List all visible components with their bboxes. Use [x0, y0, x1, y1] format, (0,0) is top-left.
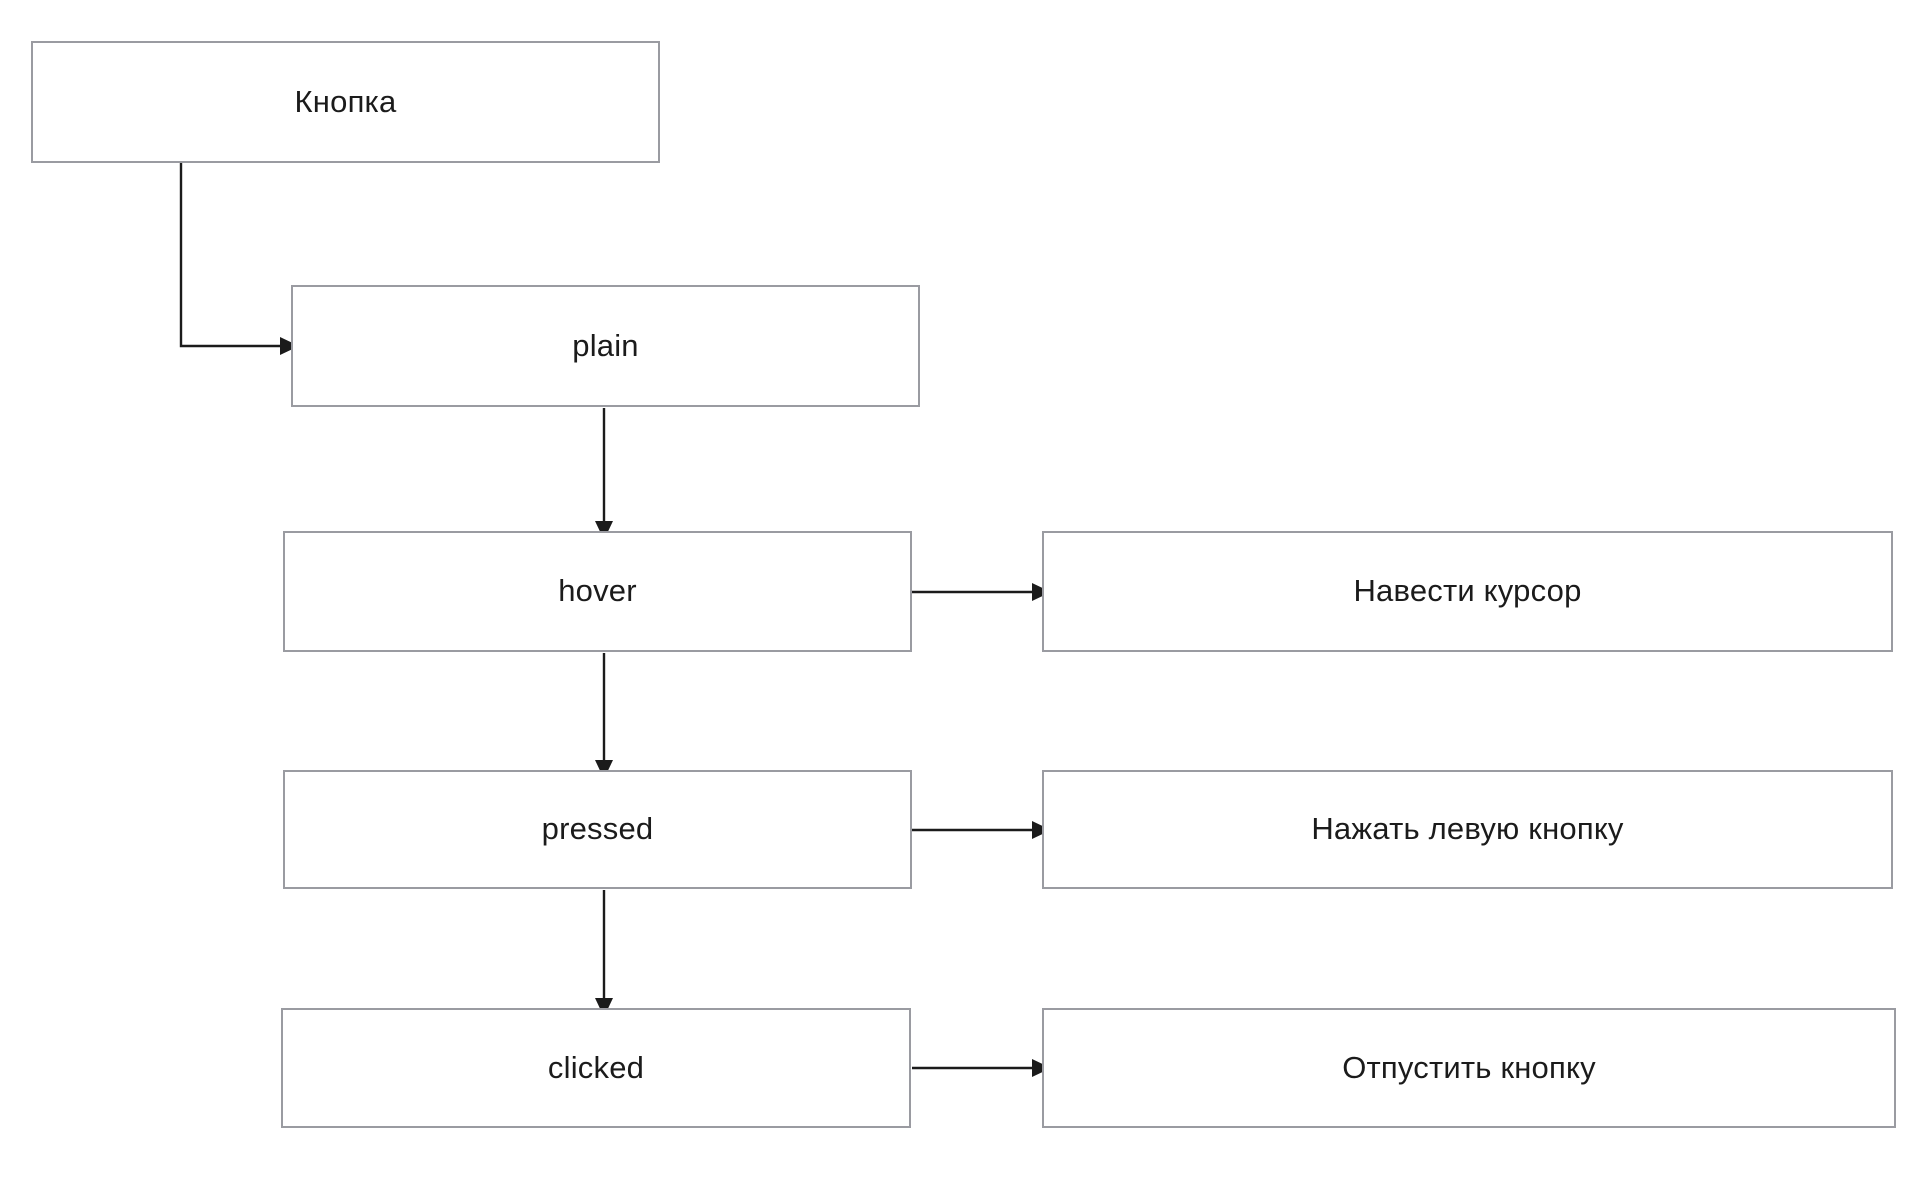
node-root-label: Кнопка — [294, 83, 397, 119]
edge-clicked-to-act3 — [912, 1059, 1051, 1077]
node-action-hover-cursor[interactable]: Навести курсор — [1042, 531, 1893, 652]
node-clicked-label: clicked — [547, 1049, 645, 1085]
node-action-hover-cursor-label: Навести курсор — [1353, 573, 1582, 609]
edge-pressed-to-clicked — [595, 890, 613, 1017]
node-root[interactable]: Кнопка — [31, 41, 660, 163]
node-action-press-left-button[interactable]: Нажать левую кнопку — [1042, 770, 1893, 889]
node-action-release-button-label: Отпустить кнопку — [1342, 1049, 1596, 1085]
edge-plain-to-hover — [595, 408, 613, 540]
node-pressed[interactable]: pressed — [283, 770, 912, 889]
node-plain-label: plain — [572, 327, 639, 363]
node-plain[interactable]: plain — [291, 285, 920, 407]
edge-root-to-plain — [179, 163, 299, 355]
edge-hover-to-act1 — [912, 583, 1051, 601]
node-action-release-button[interactable]: Отпустить кнопку — [1042, 1008, 1896, 1128]
node-clicked[interactable]: clicked — [281, 1008, 911, 1128]
edge-hover-to-pressed — [595, 653, 613, 779]
node-action-press-left-button-label: Нажать левую кнопку — [1311, 811, 1624, 847]
node-pressed-label: pressed — [541, 811, 654, 847]
node-hover-label: hover — [558, 573, 637, 609]
edge-pressed-to-act2 — [912, 821, 1051, 839]
node-hover[interactable]: hover — [283, 531, 912, 652]
